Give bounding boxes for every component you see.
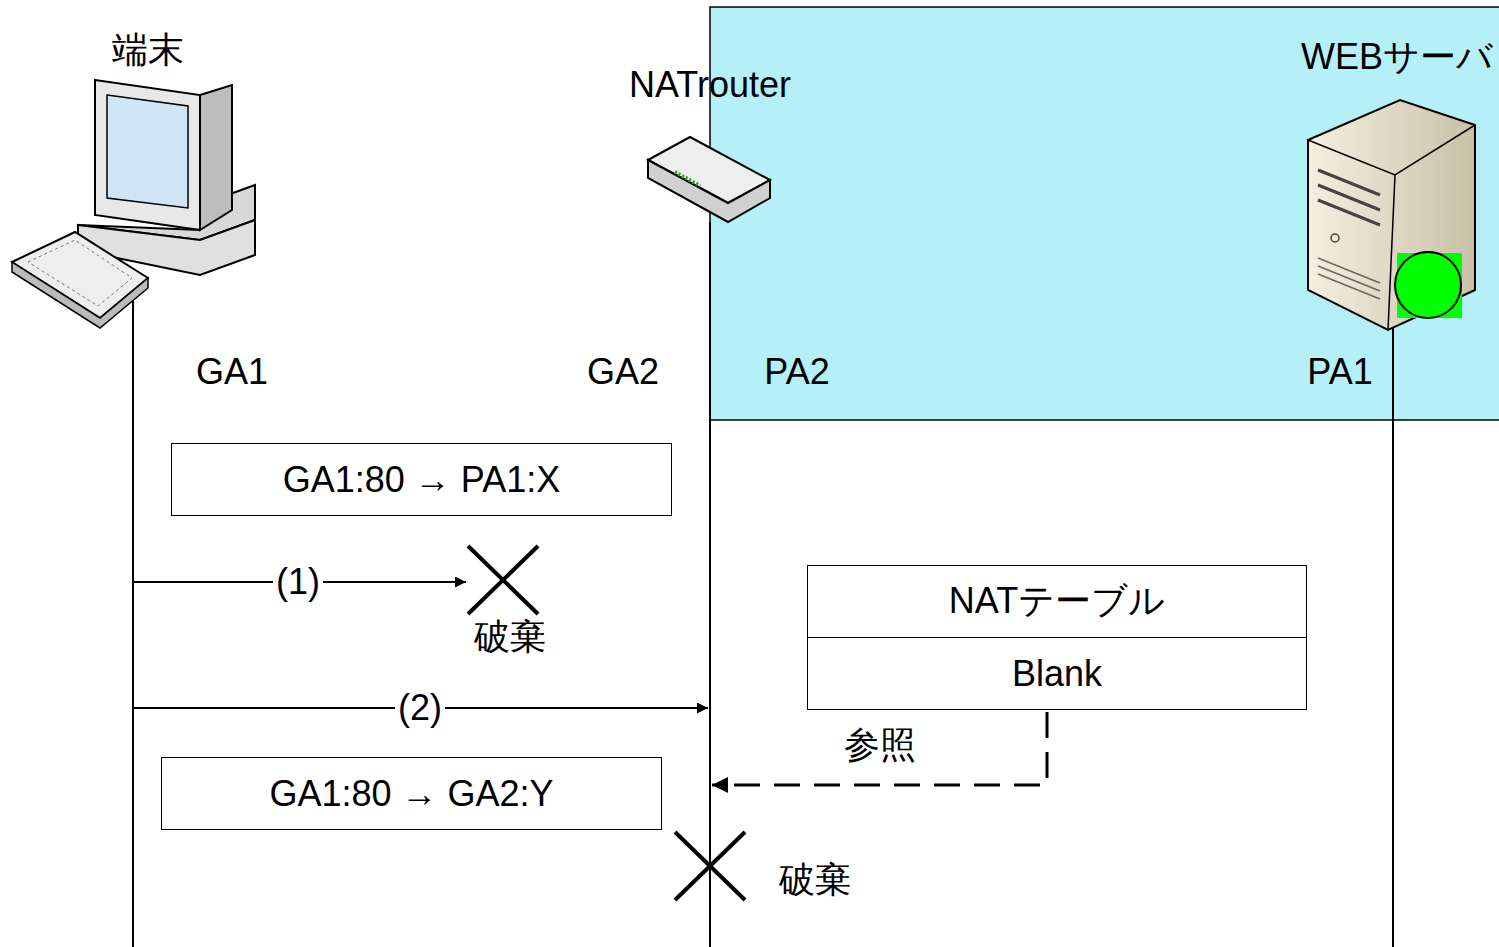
lookup-arrow — [712, 712, 1047, 785]
nat-table: NATテーブルBlank — [807, 565, 1307, 710]
box-text: NATテーブル — [808, 566, 1306, 637]
lookup-label: 参照 — [844, 724, 916, 765]
device-label: NATrouter — [629, 64, 791, 105]
terminal-line — [132, 300, 134, 947]
server-icon — [1308, 100, 1475, 330]
discard-mark — [468, 546, 538, 614]
address-label: PA2 — [764, 351, 829, 392]
private-network-region — [710, 7, 1499, 420]
device-label: WEBサーバ — [1301, 36, 1493, 77]
server-line — [1392, 318, 1394, 947]
device-label: 端末 — [112, 29, 184, 70]
discard-label: 破棄 — [779, 859, 851, 900]
address-label: GA2 — [587, 351, 659, 392]
discard-mark — [675, 832, 745, 900]
step-number: (1) — [273, 561, 323, 602]
terminal-icon — [12, 80, 255, 328]
address-label: PA1 — [1307, 351, 1372, 392]
router-line — [709, 222, 711, 947]
box-text: GA1:80 → PA1:X — [172, 444, 671, 515]
discard-label: 破棄 — [474, 616, 546, 657]
box-text: GA1:80 → GA2:Y — [162, 758, 661, 829]
packet-header-box: GA1:80 → PA1:X — [171, 443, 672, 516]
box-text: Blank — [808, 637, 1306, 709]
address-label: GA1 — [196, 351, 268, 392]
step-number: (2) — [395, 687, 445, 728]
packet-header-box: GA1:80 → GA2:Y — [161, 757, 662, 830]
router-icon — [648, 137, 770, 222]
